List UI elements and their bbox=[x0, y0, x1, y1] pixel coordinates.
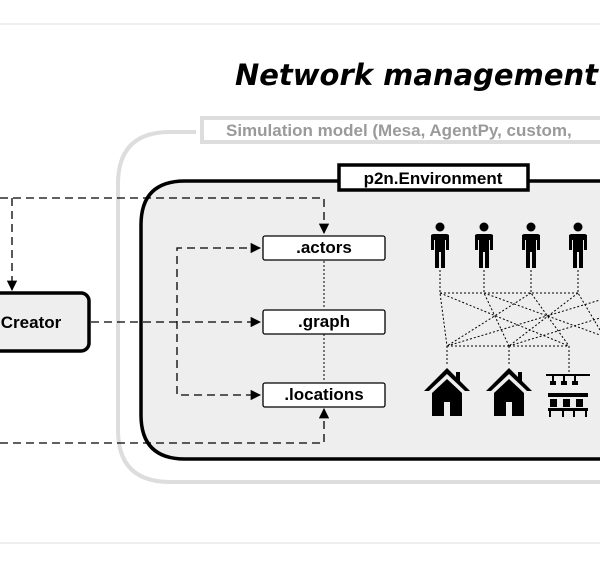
actors-attribute-label: .actors bbox=[296, 238, 352, 257]
locations-attribute-label: .locations bbox=[284, 385, 363, 404]
simulation-model-frame bbox=[116, 130, 600, 484]
simulation-model-label: Simulation model (Mesa, AgentPy, custom, bbox=[226, 121, 572, 140]
environment-label-box bbox=[337, 163, 530, 192]
creator-to-actors-connector bbox=[0, 197, 330, 235]
network-edges bbox=[439, 270, 600, 372]
locations-attribute-box bbox=[262, 382, 386, 408]
creator-label: Creator bbox=[1, 313, 62, 332]
creator-to-locations-connector bbox=[0, 407, 330, 444]
graph-attribute-label: .graph bbox=[298, 312, 350, 331]
graph-attribute-box bbox=[262, 309, 386, 335]
creator-box bbox=[0, 291, 91, 353]
actors-attribute-box bbox=[262, 235, 386, 261]
actors-locations-connector bbox=[176, 242, 262, 401]
environment-label: p2n.Environment bbox=[364, 169, 503, 188]
diagram-title: Network management bbox=[235, 58, 599, 92]
simulation-model-label-box bbox=[200, 116, 600, 144]
dashed-connectors bbox=[0, 197, 330, 444]
